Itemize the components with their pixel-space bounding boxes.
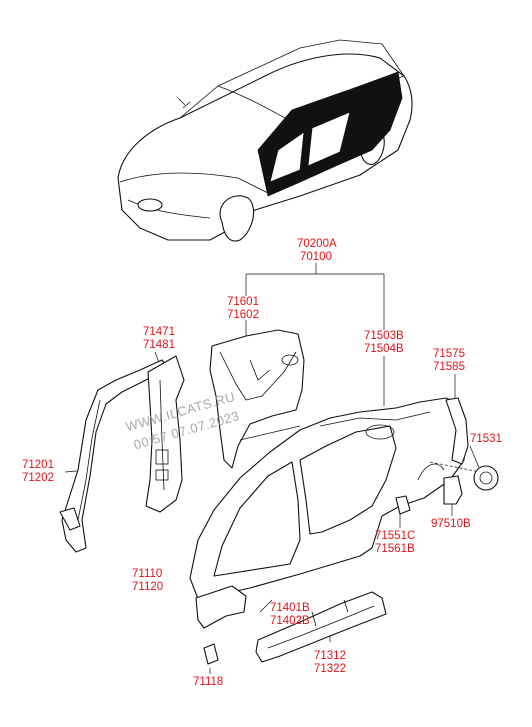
label-side-outer-a: 71503B bbox=[364, 330, 404, 342]
label-pillar-b: 71481 bbox=[143, 339, 175, 351]
label-clip: 71118 bbox=[193, 676, 224, 688]
body-side-outer-part bbox=[189, 397, 467, 605]
label-sill-rein-a: 71312 bbox=[314, 650, 346, 662]
label-bracket-b: 71561B bbox=[375, 543, 415, 555]
label-fuel-housing: 97510B bbox=[431, 518, 471, 530]
label-front-pillar-b: 71202 bbox=[22, 472, 54, 484]
label-pillar-a: 71471 bbox=[143, 326, 175, 338]
label-side-panel-a: 71110 bbox=[132, 568, 163, 580]
rear-panel-part bbox=[445, 397, 469, 465]
label-assembly-b: 70100 bbox=[300, 251, 332, 263]
label-side-panel-b: 71120 bbox=[132, 581, 164, 593]
label-rear-b: 71585 bbox=[433, 361, 465, 373]
sill-reinforcement-part bbox=[255, 591, 387, 663]
label-side-outer-b: 71504B bbox=[364, 343, 404, 355]
center-pillar-part bbox=[145, 355, 185, 513]
label-quarter-inner-a: 71601 bbox=[227, 296, 259, 308]
label-bracket-a: 71551C bbox=[375, 530, 416, 542]
label-sill-rein-b: 71322 bbox=[314, 663, 346, 675]
clip-part bbox=[203, 643, 219, 665]
lower-side-panel-part bbox=[195, 585, 247, 629]
fuel-housing-part bbox=[443, 475, 463, 505]
front-pillar-part bbox=[59, 359, 169, 553]
label-assembly-a: 70200A bbox=[297, 238, 337, 250]
label-rear-a: 71575 bbox=[433, 348, 465, 360]
label-sill-b: 71402B bbox=[270, 615, 310, 627]
label-quarter-inner-b: 71602 bbox=[227, 309, 259, 321]
fuel-lid-part bbox=[429, 461, 499, 491]
label-front-pillar-a: 71201 bbox=[22, 459, 54, 471]
quarter-inner-part bbox=[209, 329, 305, 469]
car-illustration bbox=[117, 39, 413, 242]
label-sill-a: 71401B bbox=[270, 602, 310, 614]
small-bracket-part bbox=[395, 495, 411, 515]
label-fuel-lid: 71531 bbox=[470, 433, 502, 445]
